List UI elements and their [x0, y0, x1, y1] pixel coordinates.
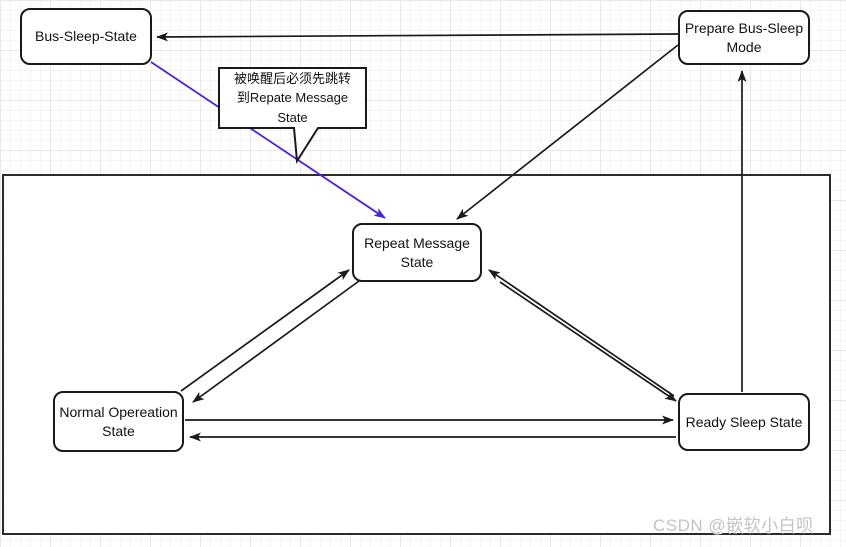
state-node-ready-sleep: Ready Sleep State	[678, 393, 810, 451]
edge-normal-to-repeat-arrow	[180, 269, 350, 392]
csdn-watermark: CSDN @嵌软小白呗	[653, 516, 814, 535]
edge-bus-sleep-to-repeat-highlight-arrow	[150, 61, 386, 219]
edge-repeat-to-ready-arrow	[499, 281, 677, 402]
state-node-repeat-message: Repeat Message State	[352, 223, 482, 282]
edge-prepare-to-bus-sleep-arrow	[156, 32, 679, 42]
callout-note-text: 被唤醒后必须先跳转 到Repate Message State	[233, 70, 351, 125]
state-node-prepare-bus-sleep-mode: Prepare Bus-Sleep Mode	[678, 10, 810, 65]
edge-prepare-to-repeat-arrow	[456, 44, 679, 220]
edge-repeat-to-normal-arrow	[192, 280, 360, 403]
edge-ready-to-repeat-arrow	[488, 269, 675, 397]
state-node-bus-sleep: Bus-Sleep-State	[20, 8, 152, 65]
callout-bubble-shape	[218, 67, 367, 165]
state-node-normal-operation: Normal Opereation State	[53, 391, 184, 452]
